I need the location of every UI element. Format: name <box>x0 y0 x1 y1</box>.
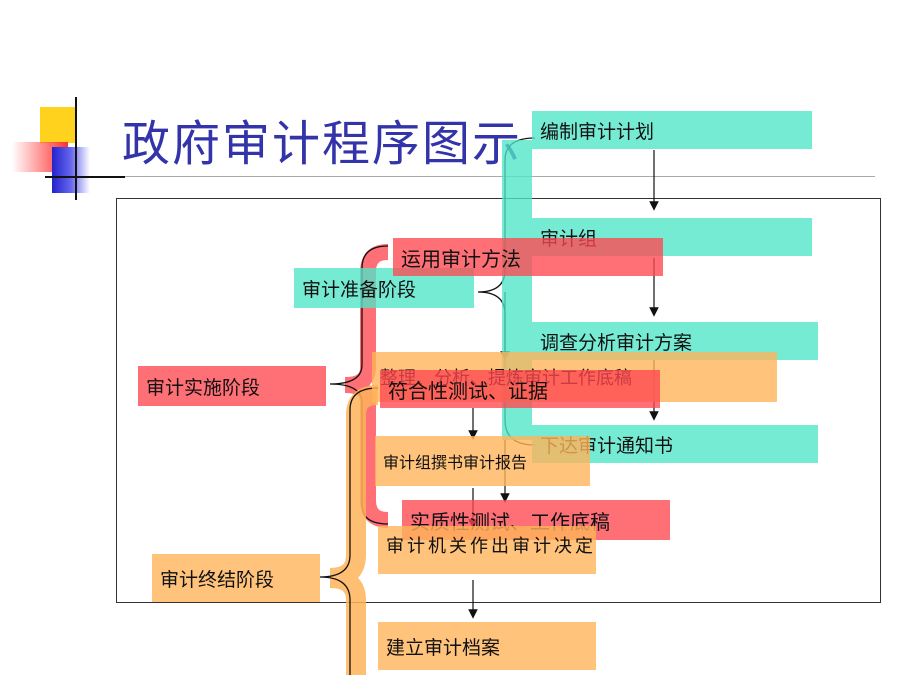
stage-final: 审计终结阶段 <box>152 554 320 602</box>
impl-step-compliance: 符合性测试、证据 <box>380 370 660 408</box>
final-step-archive: 建立审计档案 <box>378 622 596 670</box>
final-step-report: 审计组撰书审计报告 <box>375 436 590 486</box>
final-step-decision: 审计机关作出审计决定 <box>378 526 596 574</box>
final-brace-band <box>329 385 379 675</box>
final-brace <box>319 387 379 675</box>
logo-vertical-line <box>75 97 77 200</box>
slide-title: 政府审计程序图示 <box>122 116 523 172</box>
logo-yellow-square <box>40 107 76 143</box>
diagram-frame <box>116 198 881 603</box>
logo-horizontal-line-dark <box>45 176 125 178</box>
prep-step-plan: 编制审计计划 <box>532 111 812 149</box>
logo-horizontal-line <box>45 176 875 177</box>
stage-impl: 审计实施阶段 <box>138 366 326 406</box>
logo-blue-square <box>52 147 90 193</box>
impl-step-method: 运用审计方法 <box>393 238 663 276</box>
